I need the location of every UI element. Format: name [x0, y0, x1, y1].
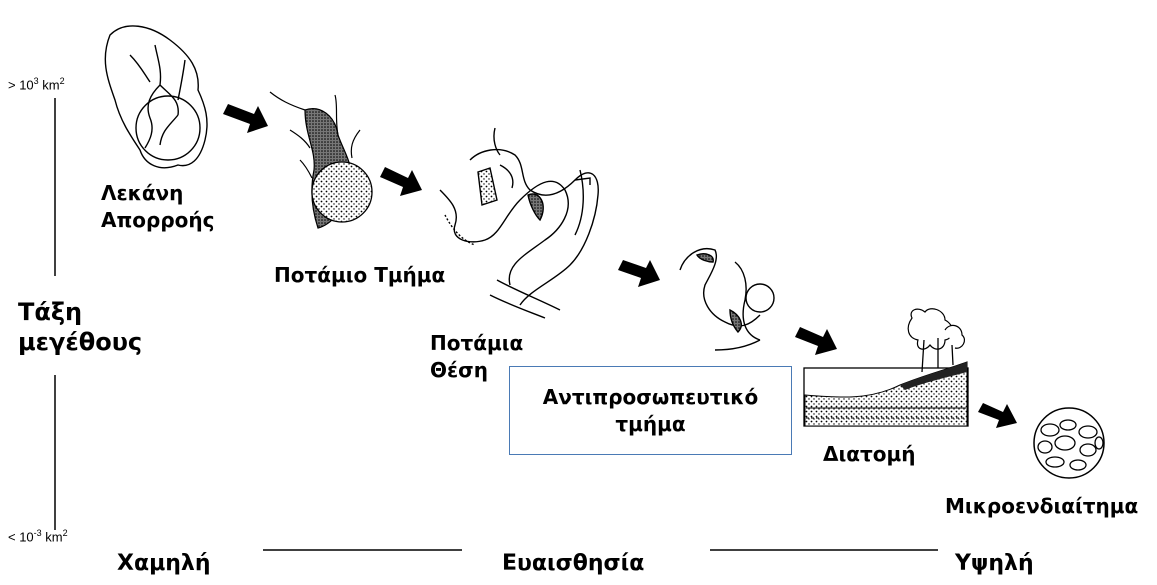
site-label-line1: Ποτάμια	[430, 330, 523, 357]
site-drawing	[440, 128, 598, 318]
microhabitat-label: Μικροενδιαίτημα	[945, 493, 1138, 520]
microhabitat-drawing	[1034, 408, 1104, 478]
scale-top-label: > 103 km2	[8, 76, 65, 92]
scale-bottom-unit-exponent: 2	[63, 528, 68, 538]
scale-bottom-label: < 10-3 km2	[8, 528, 68, 544]
axis-label: Τάξη μεγέθους	[18, 297, 142, 357]
scale-bottom-exponent: -3	[34, 528, 42, 538]
axis-label-line1: Τάξη	[18, 297, 142, 327]
cross-section-label: Διατομή	[823, 441, 915, 468]
basin-label-line2: Απορροής	[101, 207, 215, 234]
arrow-1	[223, 104, 268, 133]
scale-bottom-prefix: < 10	[8, 529, 34, 544]
segment-label: Ποτάμιο Τμήμα	[274, 262, 445, 289]
reach-box: Αντιπροσωπευτικό τμήμα	[509, 366, 792, 455]
reach-drawing	[680, 249, 774, 350]
scale-top-prefix: > 10	[8, 77, 34, 92]
scale-bottom-unit: km	[42, 529, 63, 544]
basin-label-line1: Λεκάνη	[101, 180, 215, 207]
scale-top-unit: km	[39, 77, 60, 92]
sensitivity-high: Υψηλή	[955, 551, 1034, 576]
scale-top-unit-exponent: 2	[60, 76, 65, 86]
basin-label: Λεκάνη Απορροής	[101, 180, 215, 233]
sensitivity-label: Ευαισθησία	[502, 551, 644, 576]
arrow-4	[795, 327, 837, 355]
reach-label-line1: Αντιπροσωπευτικό	[543, 384, 758, 411]
arrow-3	[618, 260, 660, 287]
basin-drawing	[105, 26, 207, 168]
axis-label-line2: μεγέθους	[18, 327, 142, 357]
arrow-5	[978, 403, 1017, 428]
segment-drawing	[270, 92, 372, 228]
cross-section-drawing	[804, 309, 968, 426]
arrow-2	[380, 167, 422, 196]
sensitivity-low: Χαμηλή	[117, 551, 211, 576]
reach-label-line2: τμήμα	[543, 411, 758, 438]
